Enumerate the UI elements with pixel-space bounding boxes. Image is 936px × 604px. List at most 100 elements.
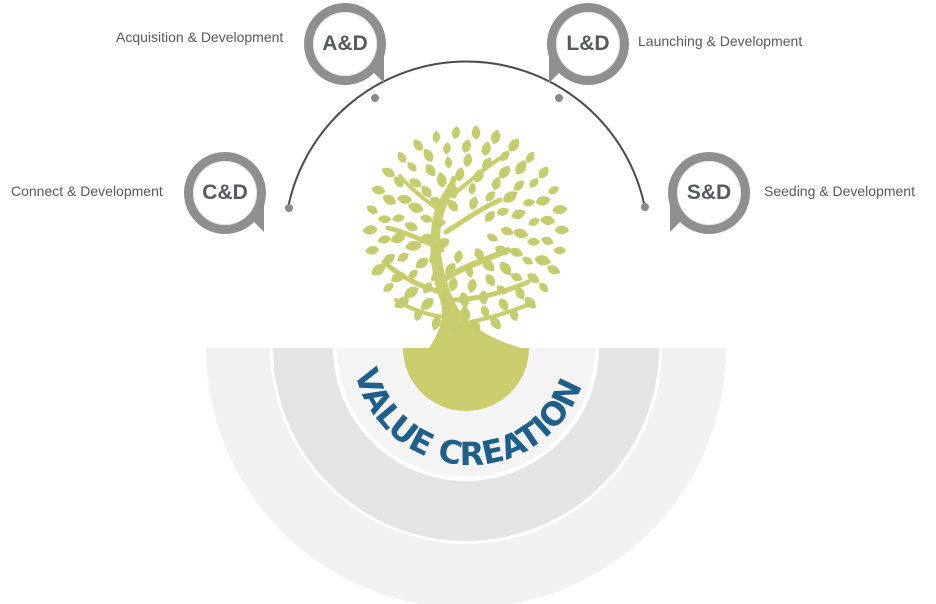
badge-text: C&D (202, 181, 248, 204)
leaf (377, 235, 391, 244)
leaf (527, 273, 540, 283)
leaf (415, 257, 428, 269)
leaf (465, 265, 474, 278)
leaf (513, 180, 524, 191)
inner-ring (337, 348, 595, 477)
leaf (469, 196, 478, 210)
leaf (471, 125, 481, 140)
leaf (508, 138, 520, 152)
leaf (467, 278, 477, 293)
leaf (430, 272, 441, 281)
leaf (397, 252, 409, 262)
leaf (423, 148, 434, 162)
leaf (423, 282, 433, 294)
leaf (480, 305, 490, 318)
leaf (429, 250, 440, 264)
leaf (553, 246, 567, 255)
badge-acquisition: A&D (304, 3, 386, 85)
leaf (552, 205, 568, 215)
leaf (414, 308, 422, 322)
leaf (473, 168, 484, 183)
leaf (362, 225, 378, 235)
leaf (485, 191, 495, 202)
tree-branch (443, 197, 503, 235)
leaf (383, 253, 395, 265)
leaf (448, 277, 458, 292)
leaf (420, 214, 433, 223)
leaf (455, 167, 465, 182)
leaf (535, 196, 551, 206)
leaf (471, 320, 481, 335)
tree-branch (381, 259, 443, 295)
leaf (510, 273, 523, 282)
soil-mound (403, 348, 529, 411)
leaf (397, 151, 407, 163)
leaf (365, 246, 380, 255)
leaf (392, 214, 405, 223)
leaf (383, 283, 394, 292)
leaf (407, 202, 424, 213)
leaf (491, 176, 501, 191)
leaf (460, 306, 471, 322)
leaf (418, 233, 433, 244)
leaf (496, 285, 507, 295)
leaf (525, 151, 535, 163)
leaf (522, 198, 536, 207)
leaf (468, 182, 476, 195)
label-connect: Connect & Development (11, 183, 163, 199)
leaf (499, 262, 512, 276)
leaf (522, 256, 533, 265)
leaf (527, 237, 541, 246)
arc-dot-launching (555, 94, 563, 102)
leaf (371, 185, 386, 195)
badge-text: A&D (322, 32, 368, 55)
leaf (509, 247, 524, 257)
leaf (500, 227, 514, 236)
leaf (539, 282, 548, 293)
leaf (482, 157, 492, 170)
leaf (432, 130, 441, 143)
leaf (382, 194, 396, 205)
leaf (485, 211, 495, 222)
leaf (425, 164, 436, 177)
leaf (447, 199, 458, 212)
leaf (486, 233, 498, 242)
leaf (541, 236, 554, 245)
leaf (441, 305, 451, 318)
leaf (509, 308, 519, 322)
leaf (394, 297, 409, 309)
leaf (513, 228, 529, 239)
leaf (496, 207, 510, 216)
leaf (447, 182, 458, 199)
leaf (463, 153, 473, 167)
leaf (408, 269, 418, 279)
leaf (498, 298, 509, 311)
leaf (500, 151, 510, 161)
leaf (491, 129, 501, 145)
leaf (538, 166, 549, 179)
leaf (381, 167, 395, 178)
leaf (404, 286, 418, 298)
leaf (479, 290, 488, 306)
leaf (444, 156, 453, 169)
leaf (481, 141, 491, 156)
leaf (495, 245, 509, 256)
leaf (515, 287, 525, 300)
leaf (515, 160, 527, 175)
leaf (529, 178, 539, 188)
leaf (433, 218, 446, 227)
label-acquisition: Acquisition & Development (116, 29, 284, 45)
badge-text: S&D (686, 181, 732, 204)
leaf (554, 225, 570, 235)
leaf (511, 209, 526, 220)
badge-launching: L&D (547, 3, 629, 85)
leaf (377, 215, 391, 224)
leaf (451, 319, 461, 336)
leaf (474, 248, 484, 261)
arc-dot-seeding (641, 203, 649, 211)
leaf (482, 259, 495, 272)
label-launching: Launching & Development (638, 33, 803, 49)
tree-icon (362, 125, 570, 350)
